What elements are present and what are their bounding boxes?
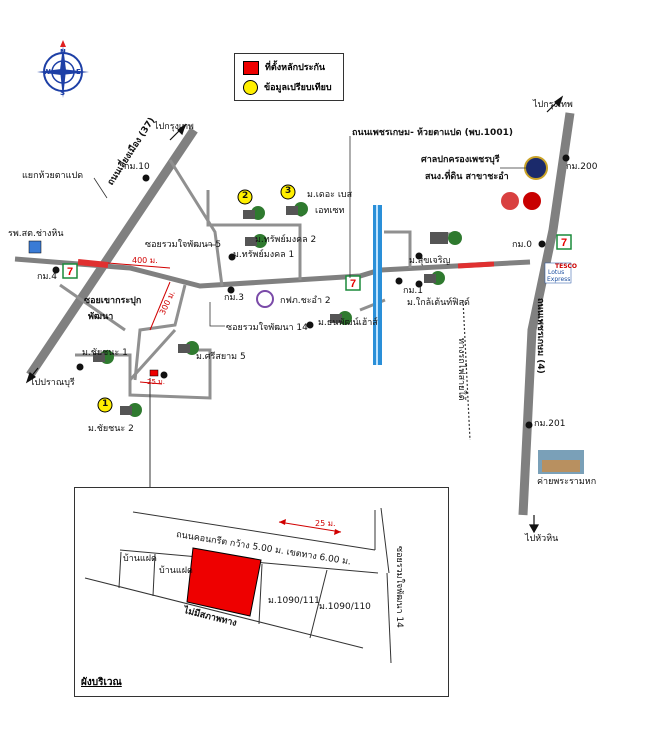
mb-the-base-label-2: เอทเซท <box>315 206 345 216</box>
svg-text:7: 7 <box>67 266 73 278</box>
seven-eleven-icon: 7 7 7 <box>62 234 572 291</box>
mb-sri-siam5-label: ม.ศรีสยาม 5 <box>196 352 246 362</box>
to-huahin-label: ไปหัวหิน <box>525 534 559 544</box>
km10-label: กม.10 <box>124 162 150 172</box>
pea-logo-icon <box>256 290 274 308</box>
km4-label: กม.4 <box>37 272 57 282</box>
km-markers <box>52 154 570 429</box>
site-swatch-icon <box>243 60 259 75</box>
compass-icon <box>37 40 89 98</box>
railway-label: ทางรถไฟสายใต้ <box>456 338 466 401</box>
legend-compare-label: ข้อมูลเปรียบเทียบ <box>264 83 332 93</box>
mb-sap-mongkol2-label: ม.ทรัพย์มงคล 2 <box>255 235 317 245</box>
land-office-label: สนง.ที่ดิน สาขาชะอำ <box>425 172 509 182</box>
hospital-label: รพ.สต.ช่างหิน <box>8 229 64 239</box>
soi-khaokrapuk-label-1: ซอยเขากระปุก <box>84 296 142 306</box>
compare-swatch-icon <box>243 80 258 95</box>
compare-point-2-label: 2 <box>242 191 249 201</box>
to-bangkok-left: ไปกรุงเทพ <box>154 122 194 132</box>
compare-point-1-label: 1 <box>102 399 109 409</box>
km200-label: กม.200 <box>566 162 598 172</box>
km1-label: กม.1 <box>403 286 423 296</box>
mb-klai-field-label: ม.ใกล้เต้นท์ฟิลด์ <box>407 298 470 308</box>
compass-n: N <box>60 48 66 56</box>
mb-chaichana2-label: ม.ชัยชนะ 2 <box>88 424 134 434</box>
intersection-label: แยกห้วยตาแปด <box>22 171 84 181</box>
legend-site-row: ที่ตั้งหลักประกัน <box>243 60 325 75</box>
road-37 <box>26 127 198 378</box>
inset-title: ผังบริเวณ <box>81 677 122 688</box>
compass-e: E <box>76 68 81 76</box>
pea-label: กฟภ.ชะอำ 2 <box>280 296 331 306</box>
road-phetkasem-huaytapaet <box>14 256 531 289</box>
inset-soi-label: ซอยรวมใจพัฒนา 14 <box>394 546 404 628</box>
svg-text:7: 7 <box>561 237 567 249</box>
inset-house-mid-label: บ้านแฝด <box>159 566 193 576</box>
hwy4-label: ถนนเพชรเกษม (4) <box>535 298 545 374</box>
compass-s: S <box>60 89 66 97</box>
km3-label: กม.3 <box>224 293 244 303</box>
compare-point-3-label: 3 <box>285 186 292 196</box>
camp-label: ค่ายพระรามหก <box>537 477 597 487</box>
inset-dist-label: 25 ม. <box>315 519 336 528</box>
road-phetkasem-label: ถนนเพชรเกษม- ห้วยตาแปด (พบ.1001) <box>352 128 513 138</box>
compass-w: W <box>43 68 51 76</box>
to-bangkok-right: ไปกรุงเทพ <box>533 100 573 110</box>
tesco-label-3: Express <box>547 276 571 283</box>
site-plan-inset: ถนนคอนกรีต กว้าง 5.00 ม. เขตทาง 6.00 ม. … <box>74 487 449 697</box>
soi-chaiphatthana5-label: ซอยรวมใจพัฒนา 5 <box>145 240 222 250</box>
court-emblem-icon <box>524 156 548 180</box>
inset-lot-b-label: ม.1090/110 <box>319 602 371 612</box>
svg-text:7: 7 <box>350 278 356 290</box>
legend-site-label: ที่ตั้งหลักประกัน <box>265 63 326 73</box>
tesco-lotus-icon <box>544 262 572 284</box>
mb-chaichana1-label: ม.ชัยชนะ 1 <box>82 348 128 358</box>
km0-label: กม.0 <box>512 240 532 250</box>
coca-cola-icon <box>523 192 541 210</box>
dist-25-main-label: 25 ม. <box>147 378 165 386</box>
mb-the-base-label-1: ม.เดอะ เบส <box>307 190 353 200</box>
court-label: ศาลปกครองเพชรบุรี <box>421 155 500 165</box>
legend: ที่ตั้งหลักประกัน ข้อมูลเปรียบเทียบ <box>234 53 344 101</box>
compare-points <box>97 184 296 413</box>
site-plan-drawing <box>84 507 392 664</box>
village-icons <box>93 202 462 417</box>
site-marker <box>149 369 159 377</box>
km201-label: กม.201 <box>534 419 566 429</box>
legend-compare-row: ข้อมูลเปรียบเทียบ <box>243 80 332 95</box>
dist-400-label: 400 ม. <box>132 256 158 265</box>
inset-house-left-label: บ้านแฝด <box>123 554 157 564</box>
site-parcel <box>186 547 262 617</box>
land-office-icon <box>501 192 519 210</box>
to-pranburi-label: ไปปราณบุรี <box>30 378 75 388</box>
soi-chaiphatthana14-label: ซอยรวมใจพัฒนา 14 <box>226 323 308 333</box>
inset-lot-a-label: ม.1090/111 <box>268 596 320 606</box>
mb-thanaphat-label: ม.ธนพัฒน์เฮ้าส์ <box>318 318 378 328</box>
mb-sukcharoen-label: ม.สุขเจริญ <box>409 256 451 266</box>
tesco-label-2: Lotus <box>548 269 565 276</box>
mb-sap-mongkol1-label: ม.ทรัพย์มงคล 1 <box>233 250 295 260</box>
soi-khaokrapuk-label-2: พัฒนา <box>88 312 114 322</box>
railway <box>462 299 471 441</box>
hospital-icon <box>28 240 42 254</box>
tesco-label-1: TESCO <box>555 263 578 270</box>
